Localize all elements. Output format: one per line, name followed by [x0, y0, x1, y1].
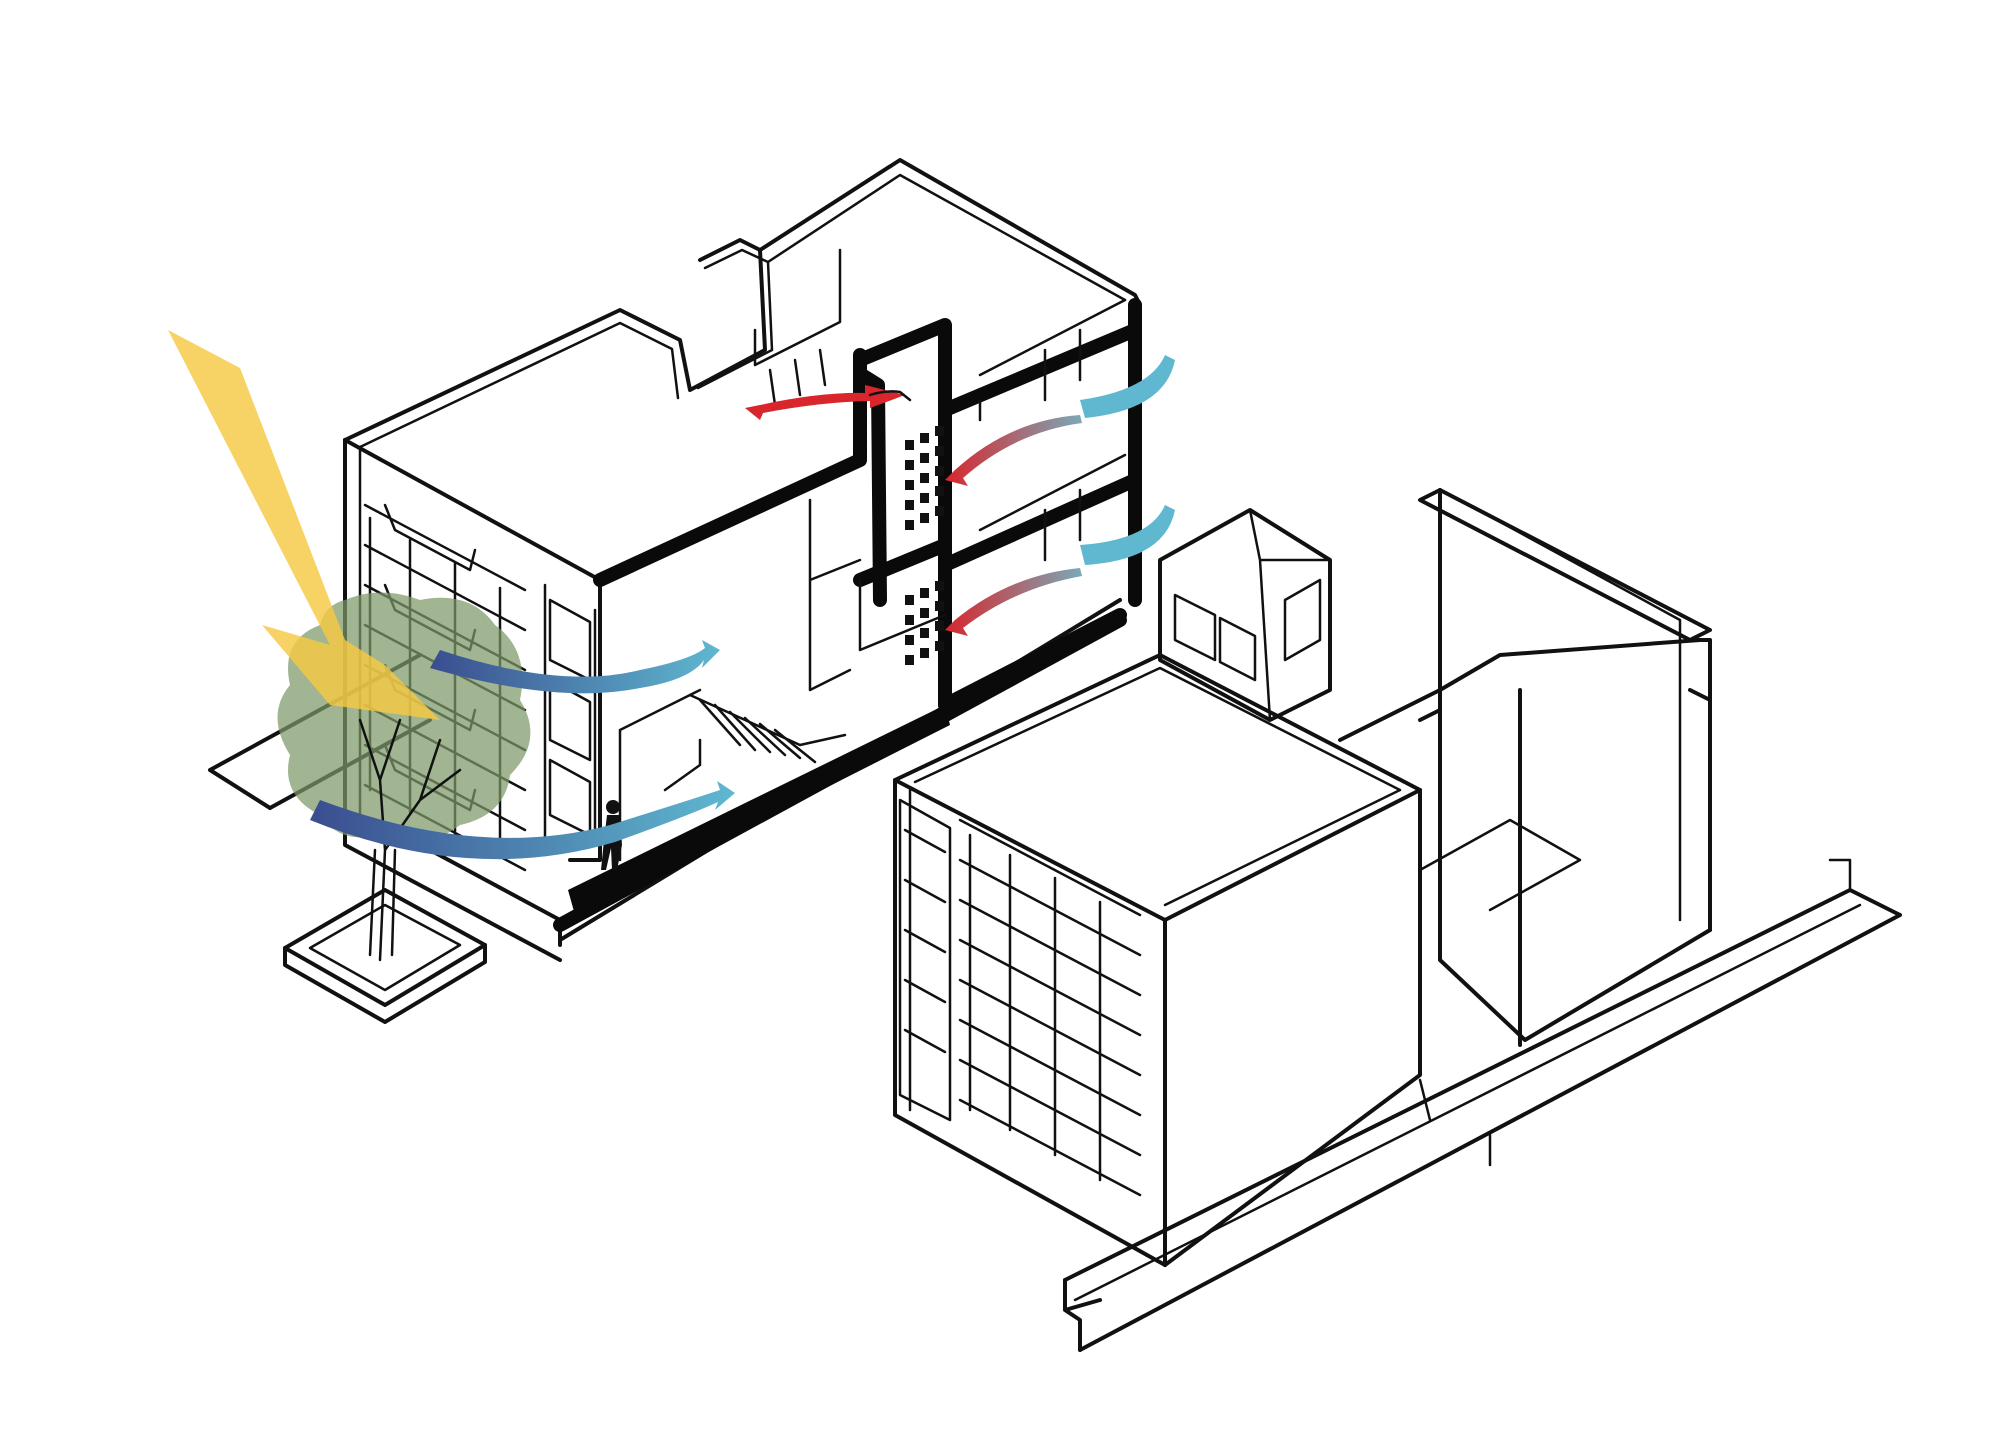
facade-side-windows — [543, 583, 597, 857]
adjacent-building — [893, 488, 1902, 1352]
sun-ray-icon — [168, 330, 440, 720]
warm-air-flows — [745, 385, 1082, 636]
perforated-screen-icon — [905, 426, 944, 665]
stair-icon — [663, 693, 847, 792]
adjacent-facade-balconies — [898, 798, 1142, 1197]
cool-air-flows — [310, 355, 1175, 860]
